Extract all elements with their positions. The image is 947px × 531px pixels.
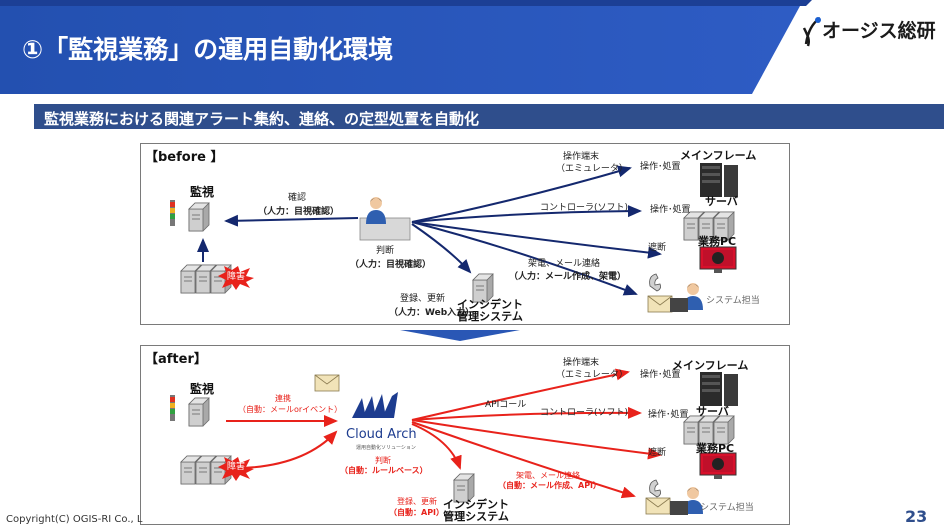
before-incident-line1: インシデント	[457, 298, 523, 311]
page-title: ①「監視業務」の運用自動化環境	[22, 35, 394, 64]
after-register-label: 登録、更新	[397, 497, 437, 506]
after-register-sub: （自動：API）	[389, 508, 445, 517]
cloud-arch-logo	[352, 392, 398, 418]
before-server-label: サーバ	[705, 195, 738, 208]
before-operator-group	[359, 197, 411, 241]
after-incident-line2: 管理システム	[443, 510, 509, 523]
after-terminal-sub: （エミュレータ）	[556, 370, 628, 380]
before-op2-label: 操作･処置	[650, 205, 691, 215]
subheading: 監視業務における関連アラート集約、連絡、の定型処置を自動化	[44, 110, 480, 128]
after-monitor-label: 監視	[190, 382, 215, 396]
after-incident-line1: インシデント	[443, 498, 509, 511]
after-api-call-label: APIコール	[485, 400, 527, 410]
logo-mark-icon	[802, 16, 821, 47]
company-logo: オージス総研	[822, 20, 936, 42]
before-mainframe-label: メインフレーム	[680, 149, 757, 162]
after-op2-label: 操作･処置	[648, 410, 689, 420]
cloud-arch-name: Cloud Arch	[346, 427, 417, 442]
before-staff-label: システム担当	[706, 296, 760, 306]
cloud-arch-sub: 運用自動化ソリューション	[356, 445, 416, 451]
after-mainframe-label: メインフレーム	[672, 359, 749, 372]
after-contact-sub: （自動：メール作成、API）	[498, 481, 602, 490]
after-cutoff-label: 遮断	[648, 448, 667, 458]
after-op1-label: 操作･処置	[640, 370, 681, 380]
before-confirm-label: 確認	[288, 193, 307, 203]
before-confirm-sub: （人力：目視確認）	[258, 207, 340, 217]
before-monitor-group	[170, 200, 254, 294]
header-band	[0, 0, 812, 94]
before-judge-sub: （人力：目視確認）	[350, 260, 432, 270]
down-arrow-icon	[400, 330, 520, 341]
before-judge-label: 判断	[376, 246, 395, 256]
before-contact-label: 架電、メール連絡	[528, 259, 601, 269]
before-incident-line2: 管理システム	[457, 310, 523, 323]
before-incident-label: インシデント 管理システム	[457, 299, 523, 323]
after-terminal-label: 操作端末	[563, 358, 600, 368]
after-controller-label: コントローラ(ソフト)	[540, 408, 629, 418]
before-business-pc-label: 業務PC	[698, 235, 737, 248]
before-op1-label: 操作･処置	[640, 162, 681, 172]
before-monitor-label: 監視	[190, 185, 215, 199]
after-contact-label: 架電、メール連絡	[516, 471, 580, 480]
after-link-sub: （自動：メールorイベント）	[238, 405, 343, 414]
before-terminal-sub: （エミュレータ）	[556, 164, 628, 174]
before-fault-label: 障害	[227, 272, 246, 282]
before-controller-label: コントローラ(ソフト)	[540, 203, 629, 213]
after-judge-sub: （自動：ルールベース）	[340, 466, 428, 475]
after-link-label: 連携	[275, 394, 291, 403]
after-server-label: サーバ	[696, 405, 729, 418]
copyright: Copyright(C) OGIS-RI Co., L	[6, 514, 143, 525]
after-staff-label: システム担当	[700, 503, 754, 513]
after-incident-label: インシデント 管理システム	[443, 499, 509, 523]
after-label: 【after】	[145, 352, 207, 367]
page-number: 23	[905, 507, 928, 526]
after-fault-label: 障害	[227, 462, 246, 472]
subheading-bar	[34, 104, 944, 129]
before-terminal-label: 操作端末	[563, 152, 600, 162]
before-contact-sub: （人力：メール作成、架電）	[509, 272, 627, 282]
after-business-pc-label: 業務PC	[696, 442, 735, 455]
before-register-sub: （人力：Web入力）	[389, 308, 475, 318]
before-panel	[140, 143, 790, 325]
before-register-label: 登録、更新	[400, 294, 446, 304]
before-label: 【before 】	[145, 150, 224, 165]
before-cutoff-label: 遮断	[648, 243, 667, 253]
after-judge-label: 判断	[375, 456, 391, 465]
